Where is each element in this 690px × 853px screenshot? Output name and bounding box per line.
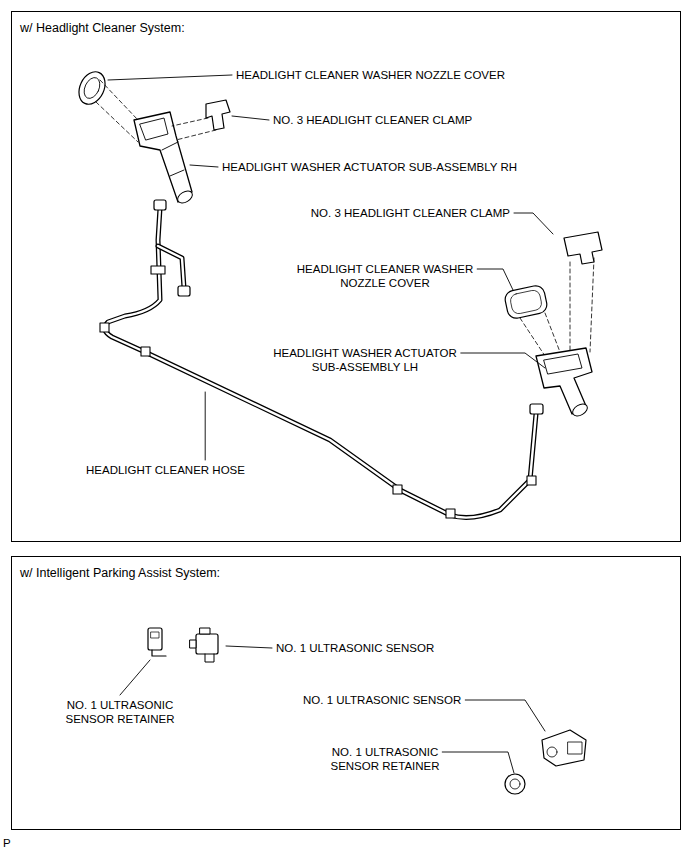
ultrasonic-sensor-left bbox=[190, 628, 218, 662]
lh-actuator bbox=[536, 348, 592, 418]
leader-line bbox=[120, 660, 150, 695]
sensor-retainer-left bbox=[152, 650, 166, 656]
lh-actuator bbox=[571, 402, 590, 419]
part-name: HEADLIGHT CLEANER HOSE bbox=[86, 463, 245, 477]
section-panel: w/ Headlight Cleaner System: bbox=[11, 11, 681, 542]
rh-actuator bbox=[134, 112, 194, 205]
washer-hose bbox=[527, 476, 536, 485]
leader-line bbox=[232, 116, 269, 120]
section-heading: w/ Intelligent Parking Assist System: bbox=[20, 566, 220, 580]
ultrasonic-sensor-right bbox=[542, 730, 586, 766]
leader-line bbox=[205, 392, 206, 460]
part-name: NO. 1 ULTRASONIC SENSOR RETAINER bbox=[45, 698, 195, 726]
washer-hose bbox=[530, 404, 543, 414]
ultrasonic-sensor-right bbox=[568, 742, 582, 754]
washer-hose bbox=[154, 200, 166, 210]
assembly-guide-lines bbox=[520, 318, 545, 356]
leader-line bbox=[514, 213, 553, 234]
sensor-retainer-left bbox=[148, 628, 166, 656]
leader-lines bbox=[108, 75, 553, 773]
part-name: NO. 1 ULTRASONIC SENSOR bbox=[276, 641, 434, 655]
assembly-guide-lines bbox=[570, 262, 571, 350]
leader-line bbox=[477, 269, 513, 290]
rh-clamp bbox=[206, 100, 230, 130]
ultrasonic-sensor-right bbox=[542, 730, 586, 766]
lh-nozzle-cover bbox=[504, 284, 549, 320]
washer-hose bbox=[141, 347, 150, 356]
part-name: NO. 1 ULTRASONIC SENSOR RETAINER bbox=[310, 745, 460, 773]
rh-actuator bbox=[140, 118, 168, 140]
part-name: HEADLIGHT WASHER ACTUATOR SUB-ASSEMBLY L… bbox=[263, 346, 468, 374]
rh-actuator bbox=[134, 112, 192, 202]
lh-actuator bbox=[544, 354, 582, 374]
leader-line bbox=[226, 646, 272, 648]
section-heading: w/ Headlight Cleaner System: bbox=[20, 21, 185, 35]
leader-line bbox=[465, 700, 545, 731]
washer-hose bbox=[446, 509, 455, 518]
sensor-retainer-left bbox=[148, 628, 162, 650]
ultrasonic-sensor-left bbox=[196, 634, 218, 654]
part-name: HEADLIGHT CLEANER WASHER NOZZLE COVER bbox=[236, 68, 505, 82]
leader-line bbox=[190, 165, 218, 167]
lh-nozzle-cover bbox=[509, 289, 543, 315]
ultrasonic-sensor-left bbox=[190, 640, 196, 648]
leader-line bbox=[461, 353, 545, 368]
washer-hose bbox=[178, 286, 190, 296]
washer-hose bbox=[393, 485, 402, 494]
assembly-guide-lines bbox=[590, 258, 594, 352]
rh-nozzle-cover bbox=[74, 68, 110, 109]
figure-code: P bbox=[3, 836, 11, 850]
ultrasonic-sensor-right bbox=[547, 747, 557, 757]
assembly-guide-lines bbox=[100, 80, 138, 120]
part-name: HEADLIGHT CLEANER WASHER NOZZLE COVER bbox=[283, 262, 488, 290]
rh-actuator bbox=[176, 189, 195, 206]
lh-clamp bbox=[564, 232, 602, 264]
sensor-retainer-right bbox=[505, 774, 525, 794]
drawing-part bbox=[74, 68, 602, 794]
lh-clamp bbox=[564, 232, 602, 264]
rh-clamp bbox=[206, 100, 230, 130]
lh-nozzle-cover bbox=[504, 284, 549, 320]
sensor-retainer-right bbox=[505, 774, 525, 794]
part-name: HEADLIGHT WASHER ACTUATOR SUB-ASSEMBLY R… bbox=[222, 160, 517, 174]
ultrasonic-sensor-left bbox=[205, 654, 214, 662]
ultrasonic-sensor-left bbox=[200, 628, 210, 634]
part-name: NO. 1 ULTRASONIC SENSOR bbox=[303, 693, 461, 707]
washer-hose bbox=[100, 323, 109, 332]
section-panel: w/ Intelligent Parking Assist System: bbox=[11, 556, 681, 830]
assembly-guide-lines bbox=[176, 130, 216, 140]
part-name: NO. 3 HEADLIGHT CLEANER CLAMP bbox=[273, 113, 472, 127]
rh-actuator bbox=[170, 170, 184, 176]
sensor-retainer-right bbox=[510, 779, 520, 789]
washer-hose bbox=[151, 266, 165, 274]
assembly-guide-lines bbox=[172, 118, 208, 126]
sensor-retainer-left bbox=[151, 632, 159, 638]
leader-line bbox=[108, 75, 232, 80]
rh-nozzle-cover bbox=[81, 75, 103, 101]
rh-actuator bbox=[162, 142, 178, 150]
assembly-guide-lines bbox=[96, 102, 138, 142]
leader-line bbox=[442, 752, 514, 773]
assembly-guide-lines bbox=[96, 80, 594, 356]
rh-nozzle-cover bbox=[74, 68, 110, 109]
part-name: NO. 3 HEADLIGHT CLEANER CLAMP bbox=[311, 206, 510, 220]
